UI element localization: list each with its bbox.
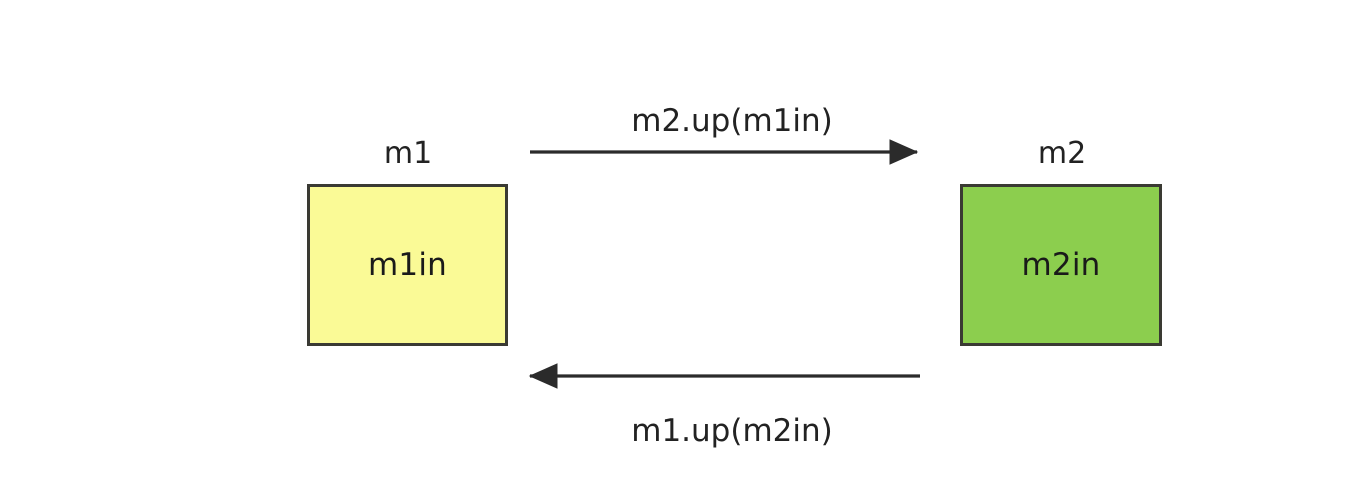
- node-box-m1[interactable]: m1in: [307, 184, 508, 346]
- edge-label-top: m2.up(m1in): [631, 103, 833, 139]
- edge-label-bottom: m1.up(m2in): [631, 413, 833, 449]
- node-inner-label-m1: m1in: [368, 246, 447, 283]
- node-caption-m1: m1: [383, 136, 433, 171]
- node-box-m2[interactable]: m2in: [960, 184, 1162, 346]
- node-caption-m2: m2: [1037, 136, 1087, 171]
- node-inner-label-m2: m2in: [1021, 246, 1101, 283]
